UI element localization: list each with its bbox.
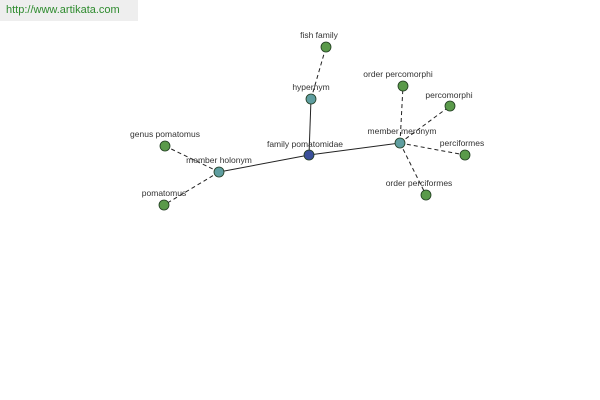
source-link[interactable]: http://www.artikata.com xyxy=(0,0,138,21)
label-family-pomatomidae: family pomatomidae xyxy=(267,139,343,149)
graph-edges xyxy=(163,46,466,206)
label-pomatomus: pomatomus xyxy=(142,188,186,198)
label-hypernym: hypernym xyxy=(292,82,329,92)
label-fish-family: fish family xyxy=(300,30,339,40)
node-perciformes[interactable] xyxy=(459,149,471,161)
edge-family-pomatomidae-hypernym xyxy=(308,98,312,156)
edge-family-pomatomidae-member-meronym xyxy=(308,142,401,156)
edge-family-pomatomidae-member-holonym xyxy=(218,154,310,173)
edge-hypernym-fish-family xyxy=(310,46,327,100)
edge-member-meronym-percomorphi xyxy=(399,105,451,144)
node-member-meronym[interactable] xyxy=(394,137,406,149)
label-perciformes: perciformes xyxy=(440,138,484,148)
node-order-perciformes[interactable] xyxy=(420,189,432,201)
edge-member-meronym-order-perciformes xyxy=(399,142,427,196)
label-member-meronym: member meronym xyxy=(368,126,437,136)
label-order-percomorphi: order percomorphi xyxy=(363,69,433,79)
node-fish-family[interactable] xyxy=(320,41,332,53)
label-genus-pomatomus: genus pomatomus xyxy=(130,129,200,139)
edge-member-meronym-order-percomorphi xyxy=(399,85,404,144)
node-genus-pomatomus[interactable] xyxy=(159,140,171,152)
node-order-percomorphi[interactable] xyxy=(397,80,409,92)
label-percomorphi: percomorphi xyxy=(425,90,472,100)
node-hypernym[interactable] xyxy=(305,93,317,105)
edge-member-holonym-genus-pomatomus xyxy=(164,145,220,173)
graph-nodes xyxy=(158,41,471,211)
graph-labels: fish family order percomorphi percomorphi p… xyxy=(130,30,484,198)
node-percomorphi[interactable] xyxy=(444,100,456,112)
node-pomatomus[interactable] xyxy=(158,199,170,211)
label-member-holonym: member holonym xyxy=(186,155,252,165)
node-member-holonym[interactable] xyxy=(213,166,225,178)
label-order-perciformes: order perciformes xyxy=(386,178,453,188)
node-family-pomatomidae[interactable] xyxy=(303,149,315,161)
edge-member-holonym-pomatomus xyxy=(163,171,220,206)
